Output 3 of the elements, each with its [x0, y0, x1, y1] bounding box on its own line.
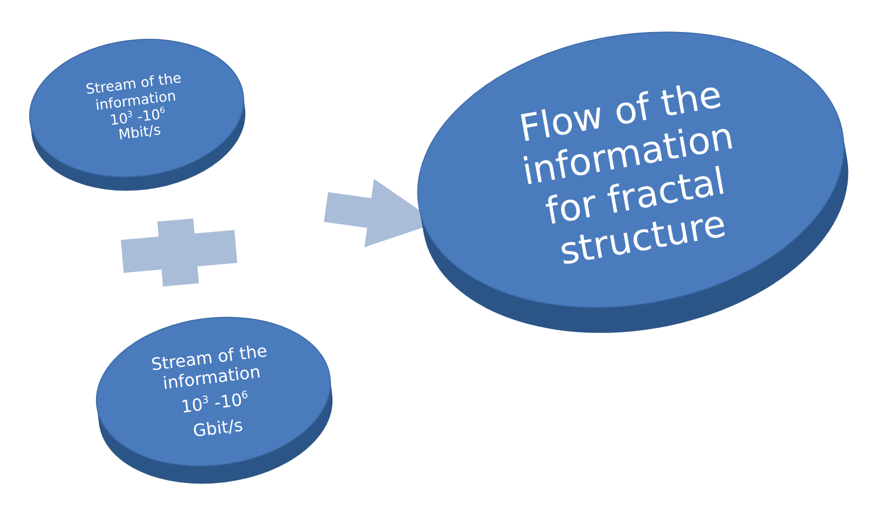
- disk-text: 10$^{3}$ -10$^{6}$: [180, 390, 250, 418]
- disk-text: Gbit/s: [192, 417, 244, 443]
- disk-text: Flow of the information for fractal structure: [515, 72, 738, 276]
